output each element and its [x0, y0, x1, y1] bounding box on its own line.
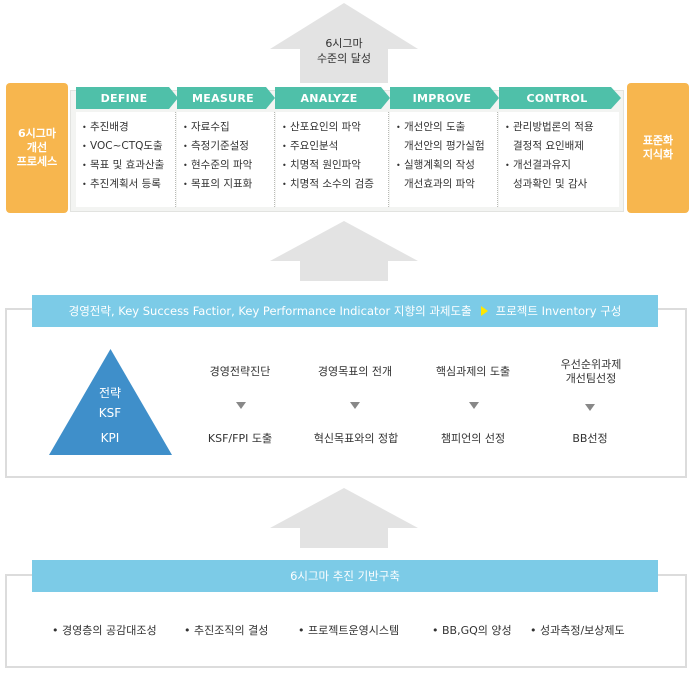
list-item: 결정적 요인배제 — [513, 140, 584, 152]
phase-analyze-title: ANALYZE — [300, 91, 358, 105]
step-top-3: 핵심과제의 도출 — [435, 365, 511, 378]
top-arrow-label-1: 6시그마 — [325, 37, 363, 50]
foundation-item-3: • 프로젝트운영시스템 — [298, 624, 400, 637]
foundation-item-2: • 추진조직의 결성 — [184, 624, 269, 637]
foundation-header-text: 6시그마 추진 기반구축 — [290, 569, 400, 583]
bottom-up-arrow — [270, 488, 418, 548]
list-item: 목표 및 효과산출 — [82, 156, 175, 175]
foundation-item-1: • 경영층의 공감대조성 — [52, 624, 157, 637]
list-item: 개선효과의 파악 — [404, 178, 475, 190]
down-arrow-icon — [236, 402, 246, 409]
list-item: BB,GQ의 양성 — [442, 624, 512, 637]
list-item: 측정기준설정 — [183, 137, 274, 156]
pyramid-label-strategy: 전략 — [98, 386, 122, 400]
list-item: 치명적 원인파악 — [282, 156, 388, 175]
inventory-header-text: 프로젝트 Inventory 구성 — [495, 304, 622, 318]
standardization-box: 표준화 지식화 — [627, 83, 689, 213]
step-bottom-2: 혁신목표와의 정합 — [313, 432, 399, 445]
yellow-arrowhead-icon — [480, 306, 488, 316]
left-box-line-2: 개선 — [26, 141, 48, 154]
phase-improve-list: 개선안의 도출 개선안의 평가실험 실행계획의 작성 개선효과의 파악 — [390, 112, 498, 207]
phase-chevrons — [76, 87, 621, 109]
right-box-line-1: 표준화 — [642, 134, 674, 147]
step-bottom-4: BB선정 — [572, 432, 608, 445]
phase-measure-list: 자료수집 측정기준설정 현수준의 파악 목표의 지표화 — [177, 112, 275, 207]
strategy-header-bar: 경영전략, Key Success Factior, Key Performan… — [32, 295, 658, 327]
step-bottom-3: 챔피언의 선정 — [440, 432, 506, 445]
define-chevron — [76, 87, 178, 109]
improvement-process-box: 6시그마 개선 프로세스 — [6, 83, 68, 213]
list-item: 프로젝트운영시스템 — [308, 624, 400, 637]
phase-define-list: 추진배경 VOC~CTQ도출 목표 및 효과산출 추진계획서 등록 — [76, 112, 176, 207]
step-top-4-line-2: 개선팀선정 — [565, 372, 617, 385]
list-item: 추진조직의 결성 — [194, 624, 269, 637]
list-item: 개선안의 평가실험 — [404, 140, 485, 152]
top-arrow-label-2: 수준의 달성 — [316, 52, 372, 65]
phase-measure-title: MEASURE — [192, 91, 254, 105]
list-item: 성과확인 및 감사 — [513, 178, 588, 190]
left-box-line-1: 6시그마 — [17, 127, 56, 140]
phase-define-title: DEFINE — [100, 91, 148, 105]
list-item: 주요인분석 — [282, 137, 388, 156]
down-arrow-icon — [350, 402, 360, 409]
pyramid-label-kpi: KPI — [100, 431, 120, 445]
step-top-4: 우선순위과제 개선팀선정 — [538, 358, 644, 386]
list-item: 추진계획서 등록 — [82, 175, 175, 194]
list-item: 치명적 소수의 검증 — [282, 175, 388, 194]
step-top-1: 경영전략진단 — [209, 365, 271, 378]
foundation-header-bar: 6시그마 추진 기반구축 — [32, 560, 658, 592]
phase-analyze-list: 산포요인의 파악 주요인분석 치명적 원인파악 치명적 소수의 검증 — [276, 112, 389, 207]
step-top-4-line-1: 우선순위과제 — [560, 358, 622, 371]
foundation-item-4: • BB,GQ의 양성 — [432, 624, 512, 637]
foundation-item-5: • 성과측정/보상제도 — [530, 624, 625, 637]
list-item: 성과측정/보상제도 — [540, 624, 625, 637]
phase-control-title: CONTROL — [526, 91, 588, 105]
list-item: 경영층의 공감대조성 — [62, 624, 157, 637]
right-box-line-2: 지식화 — [642, 148, 674, 161]
pyramid-label-ksf: KSF — [98, 406, 122, 420]
list-item: VOC~CTQ도출 — [82, 137, 175, 156]
measure-chevron — [177, 87, 275, 109]
list-item: 관리방법론의 적용 — [505, 118, 619, 137]
list-item: 개선안의 도출 — [396, 118, 497, 137]
list-item: 추진배경 — [82, 118, 175, 137]
strategy-header-text: 경영전략, Key Success Factior, Key Performan… — [68, 304, 472, 318]
down-arrow-icon — [469, 402, 479, 409]
top-up-arrow: 6시그마 수준의 달성 — [270, 3, 418, 83]
list-item: 개선결과유지 — [505, 156, 619, 175]
analyze-chevron — [275, 87, 390, 109]
list-item: 산포요인의 파악 — [282, 118, 388, 137]
phase-control-list: 관리방법론의 적용 결정적 요인배제 개선결과유지 성과확인 및 감사 — [499, 112, 619, 207]
left-box-line-3: 프로세스 — [16, 155, 58, 168]
list-item: 목표의 지표화 — [183, 175, 274, 194]
improve-chevron — [390, 87, 499, 109]
list-item: 자료수집 — [183, 118, 274, 137]
phase-improve-title: IMPROVE — [412, 91, 472, 105]
down-arrow-icon — [585, 404, 595, 411]
control-chevron — [499, 87, 621, 109]
step-bottom-1: KSF/FPI 도출 — [207, 432, 273, 445]
strategy-pyramid — [49, 349, 172, 455]
middle-up-arrow — [270, 221, 418, 281]
list-item: 실행계획의 작성 — [396, 156, 497, 175]
list-item: 현수준의 파악 — [183, 156, 274, 175]
step-top-2: 경영목표의 전개 — [317, 365, 393, 378]
